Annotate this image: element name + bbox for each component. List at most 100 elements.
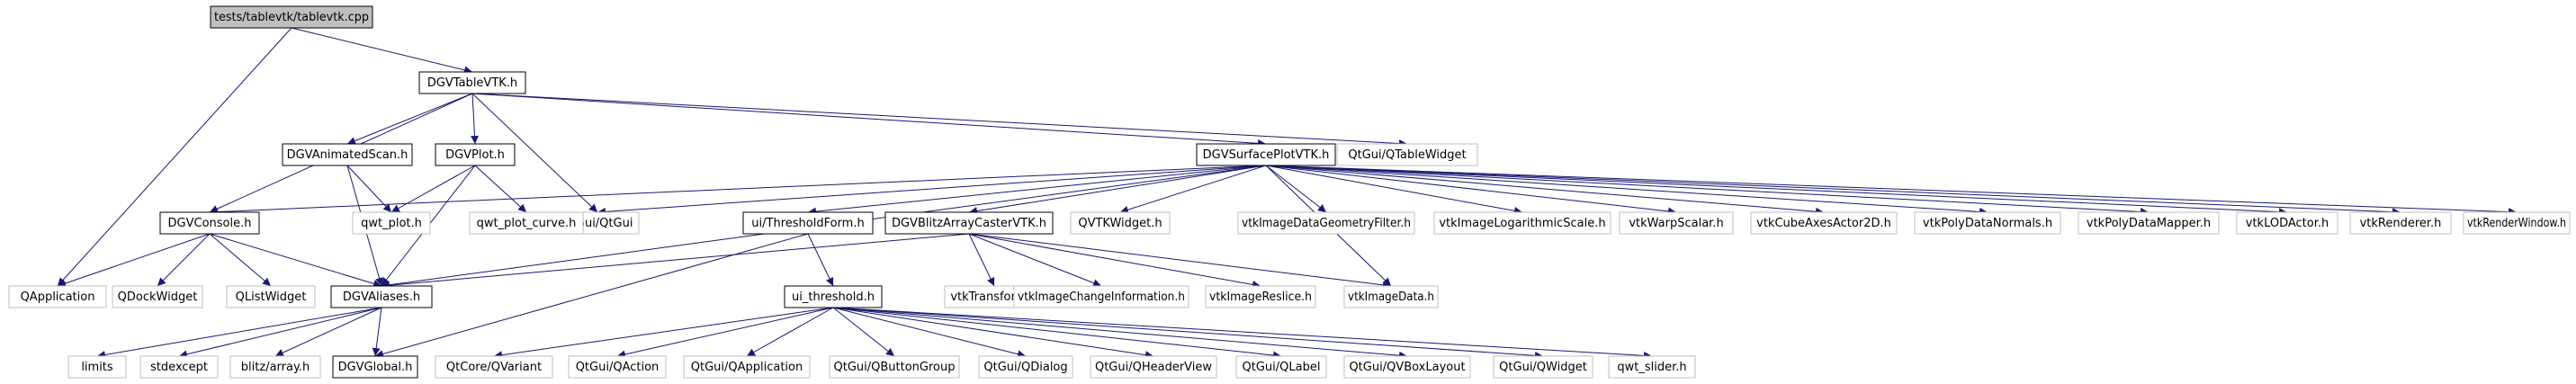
node-label: vtkRenderer.h bbox=[2360, 217, 2442, 230]
edge-uithreshold-to-qdialog bbox=[832, 307, 1027, 359]
node-vtkrenderwindow: vtkRenderWindow.h bbox=[2463, 211, 2571, 235]
edge-dgvsurfaceplot-to-vtkpolymapper bbox=[1265, 165, 2150, 217]
node-qwtslider: qwt_slider.h bbox=[1608, 355, 1696, 379]
node-dgvglobal[interactable]: DGVGlobal.h bbox=[332, 355, 418, 379]
node-box bbox=[1070, 211, 1171, 235]
node-qaction: QtGui/QAction bbox=[568, 355, 667, 379]
node-label: qwt_plot.h bbox=[361, 217, 422, 230]
node-box bbox=[67, 355, 127, 379]
node-dgvconsole[interactable]: DGVConsole.h bbox=[159, 211, 260, 235]
node-box bbox=[352, 211, 431, 235]
edge-dgvblitz-to-vtkimagechangeinfo bbox=[968, 233, 1102, 287]
node-vtkimagedata: vtkImageData.h bbox=[1343, 285, 1439, 308]
node-root: tests/tablevtk/tablevtk.cpp bbox=[210, 5, 373, 29]
edge-dgvsurfaceplot-to-vtkcubeaxes bbox=[1265, 165, 1825, 216]
node-label: QtGui/QButtonGroup bbox=[834, 361, 956, 374]
node-box bbox=[418, 71, 526, 94]
edge-dgvblitz-to-vtkimagereslice bbox=[968, 233, 1261, 289]
node-box bbox=[683, 355, 811, 379]
edge-dgvaliases-to-stdexcept bbox=[178, 307, 382, 359]
node-box bbox=[1914, 211, 2061, 235]
node-box bbox=[282, 143, 413, 166]
node-label: blitz/array.h bbox=[241, 361, 310, 374]
node-label: vtkLODActor.h bbox=[2246, 217, 2329, 230]
node-label: QApplication bbox=[21, 290, 95, 304]
node-label: qwt_plot_curve.h bbox=[477, 217, 577, 230]
edge-dgvsurfaceplot-to-uithresholdform bbox=[807, 165, 1267, 216]
edge-uithreshold-to-qaction bbox=[616, 307, 834, 359]
edge-root-to-qapplication bbox=[57, 27, 292, 287]
node-box bbox=[1433, 211, 1611, 235]
node-box bbox=[226, 285, 316, 308]
node-label: ui_threshold.h bbox=[792, 290, 875, 304]
node-label: QListWidget bbox=[236, 290, 307, 304]
node-box bbox=[210, 5, 373, 29]
node-label: QtGui/QApplication bbox=[691, 361, 803, 374]
node-box bbox=[1619, 211, 1734, 235]
edge-root-to-dgvtablevtk bbox=[291, 27, 473, 75]
node-box bbox=[8, 285, 107, 308]
node-label: DGVSurfacePlotVTK.h bbox=[1203, 148, 1330, 162]
edge-dgvblitz-to-dgvaliases bbox=[381, 233, 970, 290]
edge-uithreshold-to-qheaderview bbox=[832, 307, 1154, 360]
node-vtkpolymapper: vtkPolyDataMapper.h bbox=[2078, 211, 2220, 235]
node-dgvsurfaceplot[interactable]: DGVSurfacePlotVTK.h bbox=[1196, 143, 1336, 166]
node-qtguiqapplication: QtGui/QApplication bbox=[683, 355, 811, 379]
node-qvariant: QtCore/QVariant bbox=[435, 355, 553, 379]
node-label: DGVBlitzArrayCasterVTK.h bbox=[892, 217, 1046, 230]
edge-dgvtablevtk-to-dgvsurfaceplot bbox=[471, 93, 1267, 147]
node-dgvaliases[interactable]: DGVAliases.h bbox=[330, 285, 433, 308]
edge-dgvsurfaceplot-to-vtklogscale bbox=[1265, 165, 1523, 215]
edge-dgvsurfaceplot-to-qtgui bbox=[597, 165, 1267, 216]
edge-dgvsurfaceplot-to-qvtkwidget bbox=[1119, 165, 1267, 214]
node-box bbox=[1196, 143, 1336, 166]
node-box bbox=[139, 355, 219, 379]
node-box bbox=[332, 355, 418, 379]
node-label: qwt_slider.h bbox=[1617, 361, 1686, 374]
node-label: QtGui/QDialog bbox=[983, 361, 1067, 374]
node-dgvblitz[interactable]: DGVBlitzArrayCasterVTK.h bbox=[884, 211, 1054, 235]
node-label: QVTKWidget.h bbox=[1078, 217, 1162, 230]
node-label: vtkImageLogarithmicScale.h bbox=[1439, 217, 1605, 230]
node-box bbox=[1336, 143, 1478, 166]
edge-dgvtablevtk-to-qtablewidget bbox=[471, 93, 1408, 148]
node-label: vtkCubeAxesActor2D.h bbox=[1756, 217, 1891, 230]
edge-dgvaliases-to-dgvglobal bbox=[372, 307, 382, 357]
node-label: DGVGlobal.h bbox=[338, 361, 413, 374]
node-box bbox=[2236, 211, 2338, 235]
edge-uithreshold-to-qtguiqapplication bbox=[746, 307, 834, 357]
node-box bbox=[112, 285, 203, 308]
node-label: DGVConsole.h bbox=[168, 217, 252, 230]
node-label: QtGui/QVBoxLayout bbox=[1349, 361, 1465, 374]
node-dgvanimatedscan[interactable]: DGVAnimatedScan.h bbox=[282, 143, 413, 166]
node-box bbox=[568, 355, 667, 379]
node-uithreshold[interactable]: ui_threshold.h bbox=[784, 285, 883, 308]
node-label: QtGui/QAction bbox=[576, 361, 660, 374]
node-box bbox=[435, 355, 553, 379]
node-qlabel: QtGui/QLabel bbox=[1235, 355, 1327, 379]
edge-dgvaliases-to-blitzarray bbox=[274, 307, 382, 357]
node-label: vtkImageDataGeometryFilter.h bbox=[1242, 217, 1411, 230]
node-label: vtkWarpScalar.h bbox=[1629, 217, 1723, 230]
node-box bbox=[1205, 285, 1316, 308]
edge-dgvsurfaceplot-to-dgvconsole bbox=[209, 165, 1267, 217]
edge-dgvsurfaceplot-to-dgvblitz bbox=[968, 165, 1267, 216]
nodes-layer: tests/tablevtk/tablevtk.cppDGVTableVTK.h… bbox=[8, 5, 2571, 379]
node-dgvplot[interactable]: DGVPlot.h bbox=[435, 143, 516, 166]
edge-uithreshold-to-qwidget bbox=[832, 307, 1544, 360]
edge-dgvsurfaceplot-to-vtkrenderwindow bbox=[1265, 165, 2518, 217]
node-label: ui/ThresholdForm.h bbox=[751, 217, 864, 230]
node-qapplication: QApplication bbox=[8, 285, 107, 308]
node-box bbox=[978, 355, 1073, 379]
node-box bbox=[829, 355, 960, 379]
node-dgvtablevtk[interactable]: DGVTableVTK.h bbox=[418, 71, 526, 94]
node-uithresholdform[interactable]: ui/ThresholdForm.h bbox=[742, 211, 874, 235]
node-label: QtGui/QLabel bbox=[1243, 361, 1321, 374]
edge-dgvconsole-to-qdockwidget bbox=[157, 233, 211, 287]
edge-dgvsurfaceplot-to-vtklodactor bbox=[1265, 165, 2288, 217]
edge-dgvsurfaceplot-to-vtkgeomfilter bbox=[1265, 165, 1327, 213]
node-qvtkwidget: QVTKWidget.h bbox=[1070, 211, 1171, 235]
node-label: vtkImageData.h bbox=[1348, 290, 1434, 304]
node-box bbox=[2078, 211, 2220, 235]
edges-layer bbox=[57, 27, 2518, 360]
